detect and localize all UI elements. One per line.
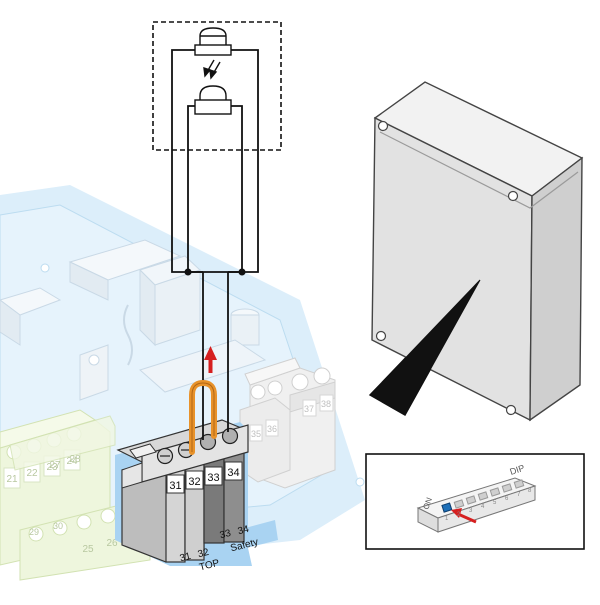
- bg-terminal-label: 22: [26, 468, 38, 479]
- strip-33-label: 33: [219, 528, 233, 541]
- terminal-32-label: 32: [188, 476, 200, 488]
- terminal-31-label: 31: [169, 480, 181, 492]
- bg-terminal-label: 26: [106, 538, 118, 549]
- photocell-tx-icon: [194, 27, 232, 56]
- bg-terminal-label: 37: [304, 404, 314, 414]
- svg-text:7: 7: [517, 492, 521, 498]
- dip-switch-icon: [416, 477, 537, 533]
- photocell-group-box: [152, 21, 282, 151]
- strip-34-label: 34: [237, 524, 251, 537]
- bg-terminal-label: 25: [82, 544, 94, 555]
- remove-jumper-arrow-icon: [204, 346, 217, 373]
- bg-terminal-label: 29: [29, 527, 39, 537]
- wiring: [171, 49, 259, 440]
- strip-32-label: 32: [197, 547, 211, 560]
- terminal-screws: [156, 427, 239, 465]
- callout-pointer: [369, 279, 481, 416]
- svg-text:6: 6: [505, 496, 509, 502]
- right-terminal-blocks: 37 38 35 36: [239, 357, 336, 489]
- svg-text:1: 1: [445, 516, 449, 522]
- bg-terminal-label: 28: [69, 454, 81, 465]
- light-beam-icon: [203, 59, 221, 80]
- bg-terminal-label: 21: [6, 474, 18, 485]
- strip-31-label: 31: [179, 551, 193, 564]
- bg-terminal-label: 23: [46, 462, 58, 473]
- bg-terminal-label: 38: [321, 399, 331, 409]
- bg-terminal-label: 30: [53, 521, 63, 531]
- terminal-label-strip: 31 32 33 34 TOP Safety: [179, 524, 260, 574]
- dip-on-label: ON: [421, 496, 434, 511]
- dip-switch-1: [441, 502, 453, 513]
- dip-label: DIP: [509, 463, 526, 477]
- svg-text:3: 3: [469, 508, 473, 514]
- svg-text:5: 5: [493, 500, 497, 506]
- dip-switch-inset: ON DIP 1 2 3 4 5 6 7 8: [365, 453, 585, 550]
- svg-text:8: 8: [528, 488, 532, 494]
- terminal-34-label: 34: [227, 467, 239, 479]
- svg-text:4: 4: [481, 504, 485, 510]
- svg-text:2: 2: [457, 512, 461, 518]
- dip-arrow-icon: [451, 508, 477, 524]
- wire-junctions: [184, 268, 246, 276]
- bg-terminal-label: 24: [66, 456, 78, 467]
- terminal-33-label: 33: [207, 472, 219, 484]
- bg-terminal-label: 36: [267, 424, 277, 434]
- bg-terminal-label: 27: [49, 460, 61, 471]
- strip-top-label: TOP: [198, 558, 221, 574]
- photocell-rx-icon: [194, 85, 232, 115]
- bg-terminal-label: 35: [251, 429, 261, 439]
- dip-switch-numbers: 1 2 3 4 5 6 7 8: [445, 488, 532, 522]
